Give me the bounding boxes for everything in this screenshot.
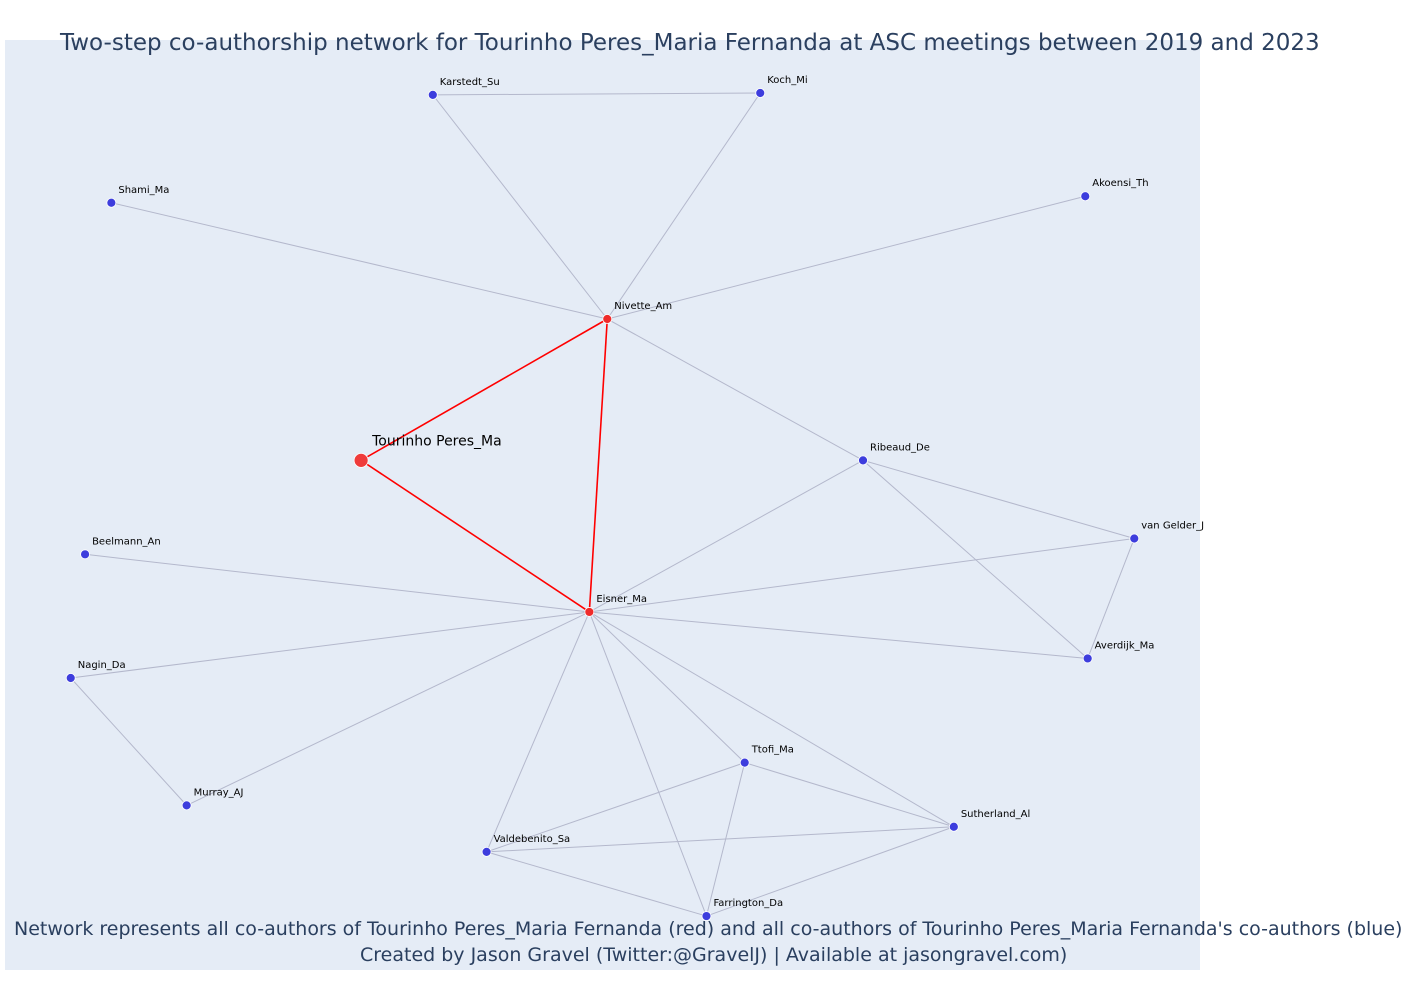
edge-nagin-da-eisner-ma — [70, 611, 590, 679]
figure-title: Two-step co-authorship network for Touri… — [60, 30, 1320, 56]
edge-tourinho-peres-ma-eisner-ma — [360, 459, 590, 613]
node-tourinho-peres-ma[interactable] — [353, 452, 369, 468]
edge-eisner-ma-sutherland-al — [589, 611, 955, 828]
edge-akoensi-th-nivette-am — [607, 195, 1086, 320]
edge-karstedt-su-nivette-am — [432, 94, 608, 320]
node-label-nivette-am: Nivette_Am — [614, 301, 672, 312]
node-ttofi-ma[interactable] — [739, 757, 750, 768]
edge-eisner-ma-averdijk-ma — [589, 611, 1088, 659]
node-label-ribeaud-de: Ribeaud_De — [870, 442, 930, 453]
edge-eisner-ma-farrington-da — [588, 611, 707, 917]
node-label-valdebenito-sa: Valdebenito_Sa — [494, 834, 571, 845]
node-nivette-am[interactable] — [602, 314, 613, 324]
edge-valdebenito-sa-sutherland-al — [486, 826, 954, 853]
node-valdebenito-sa[interactable] — [481, 846, 492, 857]
edge-valdebenito-sa-farrington-da — [486, 851, 707, 917]
edge-ttofi-ma-valdebenito-sa — [486, 762, 745, 853]
edge-nivette-am-ribeaud-de — [607, 318, 864, 461]
node-van-gelder-j[interactable] — [1129, 533, 1140, 544]
edge-ribeaud-de-van-gelder-j — [862, 459, 1135, 539]
edge-ribeaud-de-eisner-ma — [589, 459, 864, 613]
node-eisner-ma[interactable] — [584, 607, 595, 617]
node-karstedt-su[interactable] — [427, 89, 438, 100]
node-label-akoensi-th: Akoensi_Th — [1092, 178, 1148, 189]
node-label-karstedt-su: Karstedt_Su — [440, 77, 500, 88]
edge-murray-aj-eisner-ma — [186, 611, 590, 806]
nodes-layer — [65, 88, 1140, 921]
edge-van-gelder-j-averdijk-ma — [1087, 538, 1135, 659]
node-murray-aj[interactable] — [181, 800, 192, 811]
node-beelmann-an[interactable] — [80, 549, 90, 560]
edge-eisner-ma-ttofi-ma — [589, 611, 746, 763]
node-label-van-gelder-j: van Gelder_J — [1141, 520, 1204, 531]
node-label-averdijk-ma: Averdijk_Ma — [1095, 640, 1155, 651]
node-shami-ma[interactable] — [106, 197, 117, 208]
edge-eisner-ma-van-gelder-j — [589, 537, 1135, 613]
caption-description: Network represents all co-authors of Tou… — [14, 918, 1402, 940]
edge-beelmann-an-eisner-ma — [85, 553, 590, 613]
edge-karstedt-su-koch-mi — [432, 92, 761, 96]
node-averdijk-ma[interactable] — [1082, 653, 1093, 664]
node-label-sutherland-al: Sutherland_Al — [961, 809, 1030, 820]
node-label-farrington-da: Farrington_Da — [713, 898, 783, 909]
node-akoensi-th[interactable] — [1080, 191, 1091, 202]
edge-nivette-am-eisner-ma — [588, 318, 609, 612]
node-koch-mi[interactable] — [755, 88, 766, 98]
node-label-eisner-ma: Eisner_Ma — [596, 594, 647, 605]
node-sutherland-al[interactable] — [948, 821, 959, 832]
edge-tourinho-peres-ma-nivette-am — [360, 318, 608, 462]
edge-nagin-da-murray-aj — [70, 677, 188, 806]
node-label-tourinho-peres-ma: Tourinho Peres_Ma — [371, 433, 502, 449]
node-nagin-da[interactable] — [65, 673, 76, 683]
edges-layer — [70, 92, 1135, 917]
edge-eisner-ma-valdebenito-sa — [486, 611, 590, 853]
node-label-nagin-da: Nagin_Da — [78, 660, 126, 671]
node-ribeaud-de[interactable] — [858, 455, 868, 466]
network-figure: Two-step co-authorship network for Touri… — [5, 30, 1402, 970]
node-label-beelmann-an: Beelmann_An — [92, 536, 161, 547]
caption-credit: Created by Jason Gravel (Twitter:@Gravel… — [360, 944, 1068, 966]
edge-koch-mi-nivette-am — [606, 92, 761, 320]
node-label-ttofi-ma: Ttofi_Ma — [751, 745, 794, 756]
node-label-koch-mi: Koch_Mi — [767, 75, 807, 86]
plot-background — [5, 40, 1200, 970]
edge-farrington-da-sutherland-al — [706, 826, 954, 917]
node-farrington-da[interactable] — [701, 911, 712, 921]
node-label-murray-aj: Murray_AJ — [194, 787, 244, 798]
edge-shami-ma-nivette-am — [111, 202, 608, 320]
edge-ttofi-ma-sutherland-al — [744, 762, 954, 828]
node-label-shami-ma: Shami_Ma — [118, 185, 169, 196]
